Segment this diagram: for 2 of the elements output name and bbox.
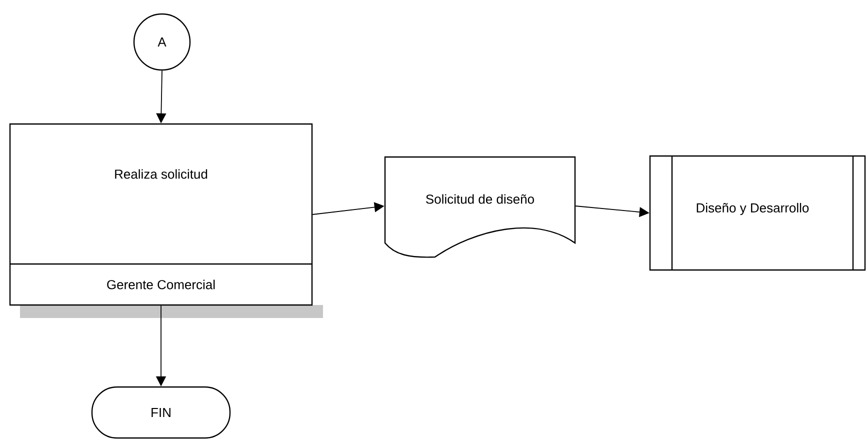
predefined-process-box: Diseño y Desarrollo [649, 155, 866, 271]
process-box: Realiza solicitud Gerente Comercial [9, 123, 323, 318]
